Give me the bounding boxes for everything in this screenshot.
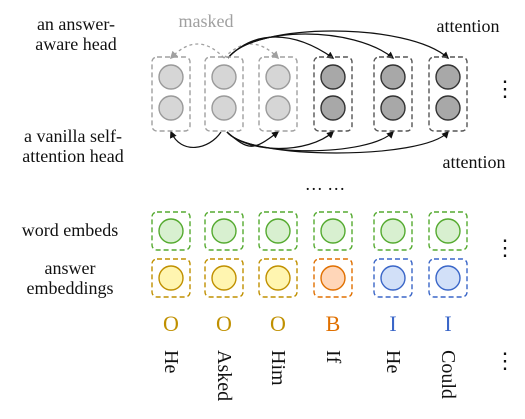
- attention-arrow-bottom-4: [226, 131, 335, 150]
- attention-bottom-label: attention: [443, 152, 506, 172]
- answer-embeddings-label-line2: embeddings: [27, 278, 114, 298]
- bio-tag-3: O: [270, 311, 286, 336]
- word-embeds-label: word embeds: [22, 220, 118, 240]
- vanilla-node-2: [211, 95, 237, 121]
- word-embed-node-6: [435, 218, 461, 244]
- answer-aware-node-5: [380, 64, 406, 90]
- answer-embed-node-4: [320, 265, 346, 291]
- answer-embed-box-5: [373, 258, 413, 298]
- answer-embed-box-2: [204, 258, 244, 298]
- answer-aware-node-4: [320, 64, 346, 90]
- attention-arrow-top-6: [227, 30, 450, 59]
- attention-arrow-bottom-6: [226, 130, 449, 154]
- answer-embed-box-6: [428, 258, 468, 298]
- middle-ellipsis: … …: [305, 174, 346, 194]
- input-word-5: He: [382, 350, 404, 373]
- masked-arrow-to-3: [223, 43, 280, 60]
- answer-aware-head-label-line2: aware head: [35, 34, 116, 54]
- vanilla-node-5: [380, 95, 406, 121]
- bio-tag-6: I: [444, 311, 451, 336]
- answer-aware-node-2: [211, 64, 237, 90]
- masked-label: masked: [179, 11, 234, 31]
- embed-row-ellipsis: ⋮: [494, 235, 516, 260]
- vanilla-head-label-line1: a vanilla self-: [24, 126, 122, 146]
- attention-head-nodes: [151, 56, 468, 132]
- word-embed-box-4: [313, 211, 353, 251]
- word-embed-node-5: [380, 218, 406, 244]
- input-word-6: Could: [437, 350, 459, 399]
- head-box-3: [258, 56, 298, 132]
- input-word-1: He: [160, 350, 182, 373]
- head-box-6: [428, 56, 468, 132]
- input-word-4: If: [322, 350, 344, 364]
- word-embed-box-5: [373, 211, 413, 251]
- vanilla-node-3: [265, 95, 291, 121]
- head-box-5: [373, 56, 413, 132]
- answer-embed-node-2: [211, 265, 237, 291]
- vanilla-node-4: [320, 95, 346, 121]
- answer-embeddings-label-line1: answer: [45, 258, 96, 278]
- attention-arrow-bottom-1: [170, 130, 222, 148]
- word-embed-node-1: [158, 218, 184, 244]
- word-embed-box-3: [258, 211, 298, 251]
- head-box-4: [313, 56, 353, 132]
- word-embed-box-1: [151, 211, 191, 251]
- attention-top-label: attention: [437, 16, 500, 36]
- input-word-3: Him: [267, 350, 289, 386]
- embedding-nodes: [151, 211, 468, 298]
- answer-embed-node-5: [380, 265, 406, 291]
- answer-aware-node-6: [435, 64, 461, 90]
- answer-embed-node-3: [265, 265, 291, 291]
- answer-embed-box-3: [258, 258, 298, 298]
- answer-embed-node-1: [158, 265, 184, 291]
- answer-embed-box-4: [313, 258, 353, 298]
- head-box-2: [204, 56, 244, 132]
- bio-tag-1: O: [163, 311, 179, 336]
- head-row-ellipsis: ⋮: [494, 76, 516, 101]
- word-embed-node-3: [265, 218, 291, 244]
- vanilla-node-1: [158, 95, 184, 121]
- vanilla-node-6: [435, 95, 461, 121]
- attention-arrows: [169, 30, 450, 154]
- word-embed-box-6: [428, 211, 468, 251]
- word-row-ellipsis: ⋮: [494, 348, 516, 373]
- answer-aware-node-3: [265, 64, 291, 90]
- answer-embed-box-1: [151, 258, 191, 298]
- attention-arrow-top-5: [227, 33, 395, 59]
- bio-tag-5: I: [389, 311, 396, 336]
- masked-arrow-to-1: [169, 43, 225, 60]
- input-words: He Asked Him If He Could: [160, 350, 459, 401]
- vanilla-head-label-line2: attention head: [22, 146, 123, 166]
- word-embed-node-4: [320, 218, 346, 244]
- bio-tag-2: O: [216, 311, 232, 336]
- answer-aware-node-1: [158, 64, 184, 90]
- word-embed-node-2: [211, 218, 237, 244]
- input-word-2: Asked: [213, 350, 235, 401]
- answer-embed-node-6: [435, 265, 461, 291]
- head-box-1: [151, 56, 191, 132]
- word-embed-box-2: [204, 211, 244, 251]
- attention-arrow-top-4: [227, 36, 335, 59]
- bio-tag-4: B: [326, 311, 341, 336]
- attention-arrow-bottom-5: [226, 130, 395, 152]
- answer-aware-head-label-line1: an answer-: [37, 14, 115, 34]
